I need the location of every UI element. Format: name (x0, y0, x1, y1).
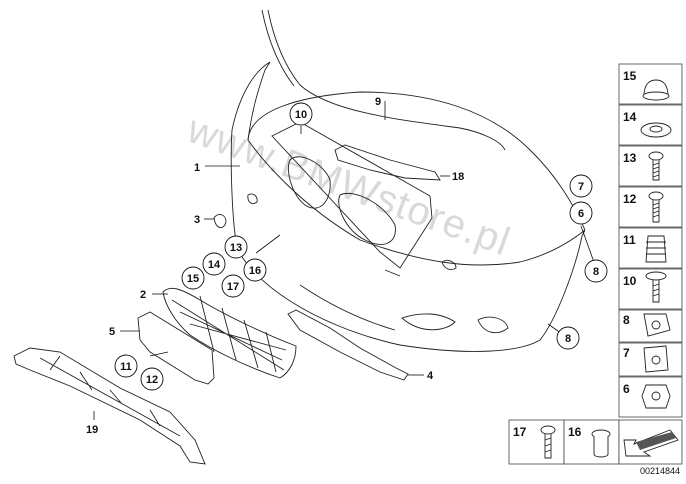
svg-text:8: 8 (593, 266, 599, 278)
circled-callout-12[interactable]: 12 (140, 367, 164, 391)
plug-icon (642, 79, 670, 101)
circled-callout-15[interactable]: 15 (181, 266, 205, 290)
panel-cell-13[interactable] (618, 145, 683, 187)
carrier-19 (13, 347, 206, 465)
callout-labels: 1 2 3 4 5 9 18 19 (86, 96, 464, 436)
circled-callout-10[interactable]: 10 (289, 102, 313, 126)
circled-callout-8-lower[interactable]: 8 (556, 326, 580, 350)
circled-callout-11[interactable]: 11 (114, 354, 138, 378)
svg-text:8: 8 (565, 333, 571, 345)
callout-4[interactable]: 4 (427, 370, 434, 382)
bracket-18 (334, 144, 441, 181)
svg-text:10: 10 (623, 274, 637, 288)
svg-text:11: 11 (623, 233, 636, 247)
panel-cell-17[interactable] (508, 419, 565, 465)
grille-2 (162, 287, 297, 379)
fasteners-panel: 15 14 13 12 11 10 8 7 6 (508, 63, 683, 476)
svg-text:7: 7 (578, 181, 584, 193)
circled-callouts: 10 7 6 8 8 13 14 16 15 17 11 12 (114, 102, 608, 391)
svg-text:12: 12 (146, 374, 158, 386)
callout-18[interactable]: 18 (452, 171, 464, 183)
plug-icon (591, 429, 611, 458)
svg-text:13: 13 (230, 242, 242, 254)
svg-text:15: 15 (187, 273, 199, 285)
nut-icon (641, 384, 671, 409)
clip-3 (213, 214, 227, 228)
callout-19[interactable]: 19 (86, 424, 98, 436)
svg-text:6: 6 (623, 382, 630, 396)
svg-text:17: 17 (513, 425, 527, 439)
svg-text:12: 12 (623, 192, 637, 206)
screw-icon (648, 151, 664, 181)
circled-callout-17[interactable]: 17 (221, 274, 245, 298)
svg-text:14: 14 (208, 259, 221, 271)
circled-callout-6[interactable]: 6 (569, 201, 593, 225)
document-number: 00214844 (640, 466, 680, 476)
callout-5[interactable]: 5 (109, 326, 115, 338)
circled-callout-13[interactable]: 13 (224, 235, 248, 259)
callout-9[interactable]: 9 (375, 96, 381, 108)
circled-callout-8-upper[interactable]: 8 (584, 259, 608, 283)
callout-3[interactable]: 3 (194, 214, 200, 226)
circled-callout-7[interactable]: 7 (569, 174, 593, 198)
svg-text:16: 16 (568, 425, 582, 439)
circled-callout-16[interactable]: 16 (243, 258, 267, 282)
svg-text:6: 6 (578, 208, 584, 220)
arrow-icon (623, 429, 679, 457)
bracket-4 (287, 309, 409, 381)
callout-2[interactable]: 2 (140, 289, 146, 301)
leader-lines (93, 101, 596, 420)
svg-text:11: 11 (120, 361, 132, 373)
svg-text:10: 10 (295, 109, 307, 121)
screw-icon (648, 191, 664, 223)
plate-holder (137, 311, 215, 385)
svg-text:13: 13 (623, 151, 637, 165)
svg-text:17: 17 (227, 281, 239, 293)
svg-text:7: 7 (623, 346, 630, 360)
clip-icon (645, 235, 667, 263)
svg-text:15: 15 (623, 69, 637, 83)
panel-cell-6[interactable] (618, 376, 683, 418)
circled-callout-14[interactable]: 14 (202, 252, 226, 276)
svg-text:8: 8 (623, 313, 630, 327)
trim-strip (267, 9, 506, 151)
washer-icon (640, 122, 672, 138)
nut-icon (643, 345, 669, 373)
nut-icon (643, 313, 671, 337)
svg-text:16: 16 (249, 265, 261, 277)
svg-text:14: 14 (623, 110, 637, 124)
screw-icon (540, 425, 556, 459)
screw-icon (645, 271, 667, 303)
callout-1[interactable]: 1 (194, 162, 200, 174)
